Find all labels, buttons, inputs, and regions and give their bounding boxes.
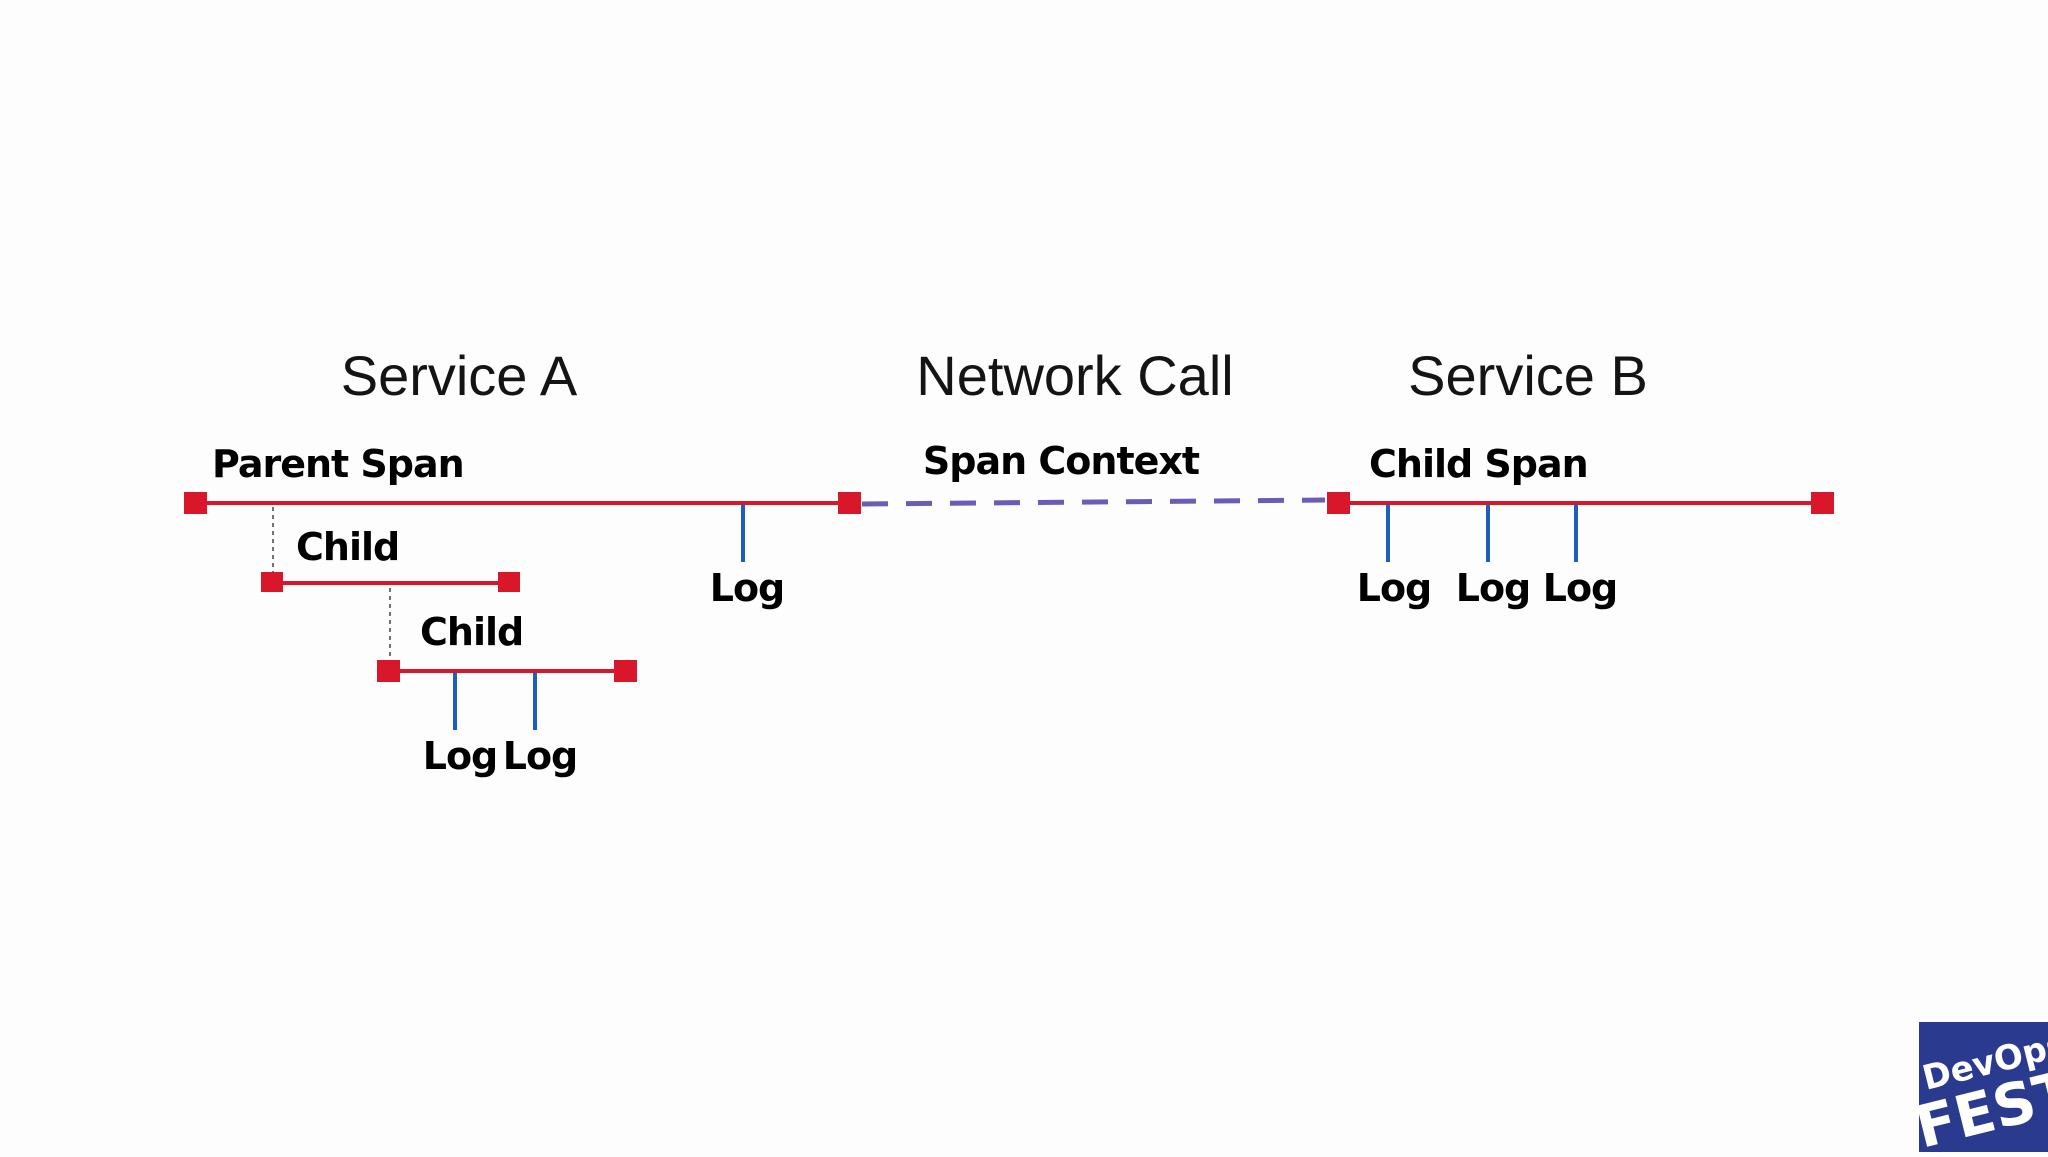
service-b-log-label-1: Log	[1357, 566, 1432, 610]
span-context-label: Span Context	[923, 439, 1200, 483]
parent-span-label: Parent Span	[212, 442, 464, 486]
service-b-log-label-3: Log	[1543, 566, 1618, 610]
service-b-span-end-cap	[1811, 492, 1834, 514]
logo-background	[1919, 1022, 2048, 1152]
child-1-start-cap	[261, 572, 283, 592]
child-2-start-cap	[377, 660, 400, 682]
child-span-2: Child Log Log	[377, 588, 637, 778]
child-2-end-cap	[614, 660, 637, 682]
child-span-1: Child	[261, 507, 520, 592]
child-1-end-cap	[498, 572, 520, 592]
service-b-span-start-cap	[1327, 492, 1350, 514]
child-2-label: Child	[420, 610, 523, 654]
parent-span-start-cap	[184, 492, 207, 514]
network-call-title: Network Call	[916, 344, 1233, 407]
service-b-span-label: Child Span	[1369, 442, 1588, 486]
service-b-child-span: Child Span Log Log Log	[1327, 442, 1834, 610]
child-1-label: Child	[296, 525, 399, 569]
span-context-dashed-line	[861, 497, 1326, 507]
span-context-link: Span Context	[861, 439, 1326, 507]
service-a-title: Service A	[341, 344, 578, 407]
parent-span-end-cap	[838, 492, 861, 514]
parent-span-log-label: Log	[710, 566, 785, 610]
child-2-log-label-1: Log	[423, 734, 498, 778]
service-b-title: Service B	[1408, 344, 1648, 407]
devops-fest-logo: DevOps FEST	[1909, 1022, 2048, 1157]
parent-span: Parent Span Log	[184, 442, 861, 610]
service-b-log-label-2: Log	[1456, 566, 1531, 610]
child-2-log-label-2: Log	[503, 734, 578, 778]
